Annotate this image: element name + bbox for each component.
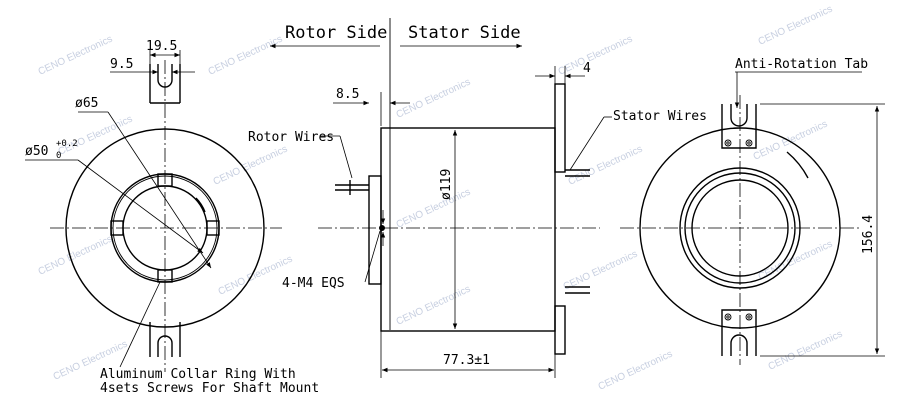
watermark: CENO Electronics	[395, 284, 473, 328]
stator-wires-label: Stator Wires	[613, 109, 707, 124]
watermark: CENO Electronics	[757, 239, 835, 283]
stator-face-view: Anti-Rotation Tab 156.4	[620, 57, 885, 365]
dim-d50-tol-lower: 0	[56, 151, 61, 161]
dim-4: 4	[583, 61, 591, 76]
dim-d65: ø65	[75, 96, 98, 111]
side-view: Rotor Side Stator Side Rotor Wires Stato…	[248, 18, 707, 378]
stator-side-label: Stator Side	[408, 23, 521, 43]
watermark: CENO Electronics	[395, 187, 473, 231]
watermark: CENO Electronics	[37, 34, 115, 78]
dim-9-5: 9.5	[110, 57, 133, 72]
dim-156-4: 156.4	[861, 215, 876, 254]
dim-8-5: 8.5	[336, 87, 359, 102]
watermark: CENO Electronics	[207, 34, 285, 78]
watermark: CENO Electronics	[597, 349, 675, 393]
dim-d50-tol-upper: +0.2	[56, 139, 78, 149]
watermark: CENO Electronics	[212, 144, 290, 188]
rotor-face-view: 19.5 9.5 ø65 ø50 +0.2 0 Aluminum Collar …	[25, 39, 319, 396]
m4-label: 4-M4 EQS	[282, 276, 345, 291]
dim-19-5: 19.5	[146, 39, 177, 54]
m4-screw-marker	[379, 225, 385, 231]
collar-label-line1: Aluminum Collar Ring With	[100, 367, 296, 382]
watermark: CENO Electronics	[562, 249, 640, 293]
collar-label-line2: 4sets Screws For Shaft Mount	[100, 381, 319, 396]
dim-77-3: 77.3±1	[443, 353, 490, 368]
watermark: CENO Electronics	[767, 329, 845, 373]
dim-d50: ø50	[25, 144, 48, 159]
watermark: CENO Electronics	[567, 144, 645, 188]
watermark: CENO Electronics	[57, 114, 135, 158]
watermark: CENO Electronics	[395, 77, 473, 121]
watermark: CENO Electronics	[757, 4, 835, 48]
watermark: CENO Electronics	[752, 119, 830, 163]
dim-d119: ø119	[439, 169, 454, 200]
rotor-wires-label: Rotor Wires	[248, 130, 334, 145]
anti-rotation-tab-label: Anti-Rotation Tab	[735, 57, 868, 72]
watermark: CENO Electronics	[557, 34, 635, 78]
rotor-side-label: Rotor Side	[285, 23, 387, 43]
